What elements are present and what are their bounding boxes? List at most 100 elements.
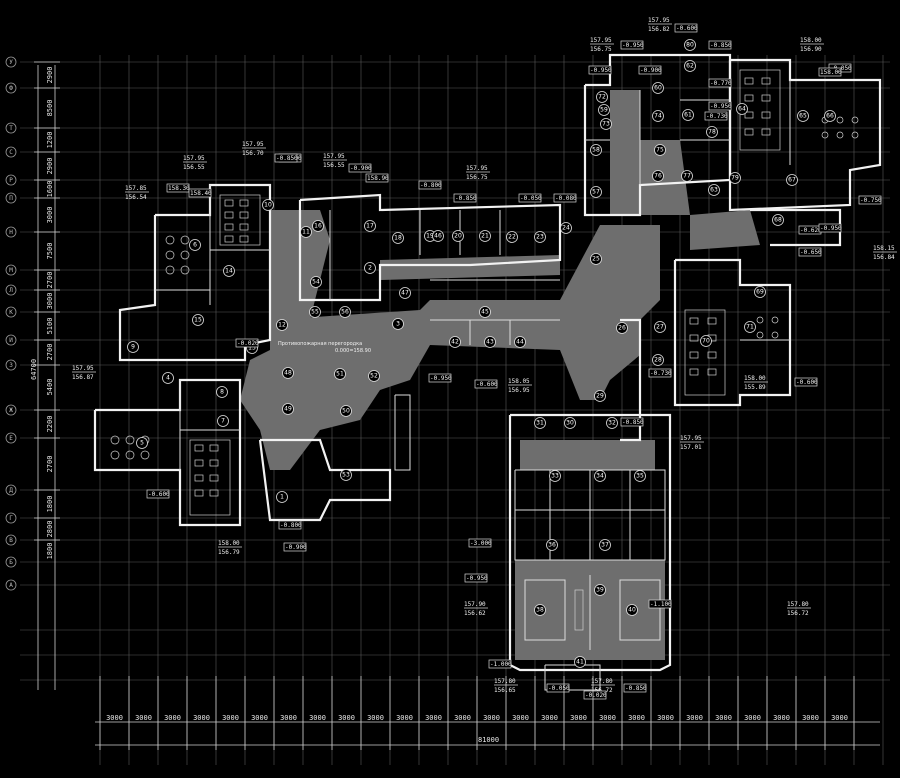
elevation-top: 158.00 — [744, 375, 766, 382]
room-tag — [216, 386, 228, 398]
room-tag — [599, 539, 611, 551]
room-number: 34 — [596, 473, 604, 480]
level-mark: -0.730 — [650, 370, 672, 377]
room-tag — [136, 437, 148, 449]
elevation-top: 158.15 — [873, 245, 895, 252]
elevation-bottom: 156.70 — [242, 150, 264, 157]
room-tag — [590, 144, 602, 156]
dim-value: 3000 — [628, 714, 645, 722]
room-number: 53 — [342, 472, 350, 479]
room-tag — [598, 104, 610, 116]
axis-letter: Е — [9, 435, 13, 442]
room-number: 38 — [536, 607, 544, 614]
level-mark: -0.730 — [706, 113, 728, 120]
elevation-bottom: 156.75 — [590, 46, 612, 53]
room-number: 51 — [336, 371, 344, 378]
elevation-top: 157.95 — [183, 155, 205, 162]
left-dim-value: 2200 — [46, 416, 54, 433]
room-number: 15 — [194, 317, 202, 324]
east-wing-wall — [673, 258, 792, 407]
elevation-bottom: 156.65 — [494, 687, 516, 694]
level-mark-box — [278, 520, 302, 530]
room-tag — [334, 368, 346, 380]
room-number: 37 — [601, 542, 609, 549]
dim-value: 3000 — [396, 714, 413, 722]
room-tag — [654, 144, 666, 156]
left-dim-value: 2700 — [46, 272, 54, 289]
axis-bubble — [5, 432, 17, 444]
room-tag — [786, 174, 798, 186]
level-mark-box — [518, 193, 542, 203]
axis-letter: Р — [9, 177, 13, 184]
room-number: 80 — [686, 42, 694, 49]
room-number: 21 — [481, 233, 489, 240]
level-mark-box — [553, 193, 577, 203]
room-number: 50 — [342, 408, 350, 415]
elevation-top: 157.90 — [464, 601, 486, 608]
room-number: 10 — [264, 202, 272, 209]
level-mark: -0.050 — [520, 195, 542, 202]
level-mark: -1.100 — [650, 601, 672, 608]
room-tag — [594, 584, 606, 596]
level-mark-box — [708, 40, 732, 50]
level-mark-box — [348, 163, 372, 173]
furniture — [110, 69, 859, 641]
room-tag — [797, 110, 809, 122]
stair-west — [394, 394, 411, 471]
elevation-top: 157.95 — [466, 165, 488, 172]
elevation-top: 157.95 — [680, 435, 702, 442]
room-number: 75 — [656, 147, 664, 154]
level-mark: -0.800 — [420, 182, 442, 189]
dim-value: 3000 — [338, 714, 355, 722]
room-number: 14 — [225, 268, 233, 275]
room-number: 8 — [220, 389, 224, 396]
room-tag — [484, 336, 496, 348]
room-number: 72 — [598, 94, 606, 101]
elevation-bottom: 156.79 — [218, 549, 240, 556]
dim-value: 3000 — [367, 714, 384, 722]
elevation-top: 157.95 — [323, 153, 345, 160]
room-number: 25 — [592, 256, 600, 263]
dim-value: 3000 — [715, 714, 732, 722]
dim-value: 3000 — [599, 714, 616, 722]
dim-value: 3000 — [164, 714, 181, 722]
room-tag — [276, 319, 288, 331]
room-number: 63 — [710, 187, 718, 194]
axis-bubble — [5, 359, 17, 371]
level-mark-box — [418, 180, 442, 190]
room-number: 35 — [636, 473, 644, 480]
room-tag — [574, 656, 586, 668]
room-tag — [652, 354, 664, 366]
room-number: 71 — [746, 324, 754, 331]
room-number: 76 — [654, 173, 662, 180]
axis-bubble — [5, 146, 17, 158]
level-mark: -0.620 — [800, 227, 822, 234]
level-mark: -0.950 — [820, 225, 842, 232]
room-number: 66 — [826, 113, 834, 120]
room-number: 74 — [654, 113, 662, 120]
room-number: 22 — [508, 234, 516, 241]
level-mark: -0.850 — [625, 685, 647, 692]
level-mark: -0.600 — [676, 25, 698, 32]
room-tag — [217, 415, 229, 427]
level-mark-box — [623, 683, 647, 693]
room-number: 1 — [280, 494, 284, 501]
elevation-bottom: 156.55 — [323, 162, 345, 169]
axis-bubble — [5, 174, 17, 186]
level-mark-box — [708, 101, 732, 111]
room-number: 58 — [592, 147, 600, 154]
axis-bubble — [5, 404, 17, 416]
level-mark: -0.950 — [466, 575, 488, 582]
level-mark: -1.000 — [490, 661, 512, 668]
axis-letter: Ж — [9, 407, 13, 414]
elevation-callouts: 157.95156.82157.95156.75158.00156.90157.… — [72, 17, 897, 694]
level-mark-box — [818, 67, 842, 77]
left-dim-value: 1800 — [46, 543, 54, 560]
room-tag — [399, 287, 411, 299]
room-number: 44 — [516, 339, 524, 346]
room-tag — [549, 470, 561, 482]
room-tag — [652, 110, 664, 122]
dim-value: 3000 — [657, 714, 674, 722]
level-mark-box — [638, 65, 662, 75]
left-dim-value: 1200 — [46, 132, 54, 149]
